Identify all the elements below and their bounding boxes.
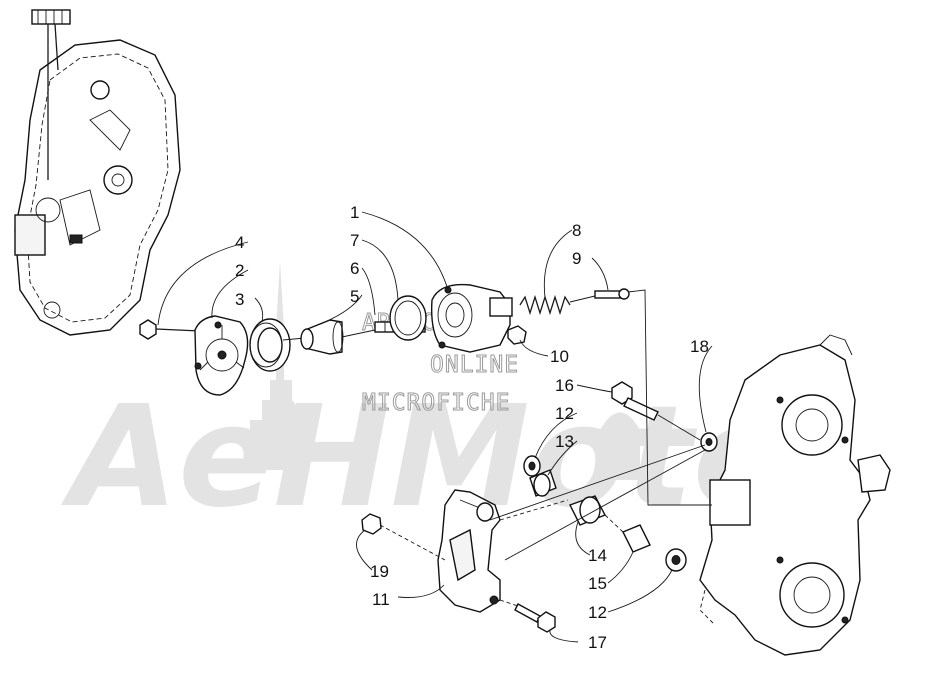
part-4-bolt	[139, 319, 201, 340]
part-7-o-ring	[389, 295, 427, 341]
callout-15: 15	[588, 574, 607, 593]
callout-leaders	[157, 211, 713, 643]
callout-18: 18	[690, 337, 709, 356]
part-16-bolt	[611, 381, 659, 421]
part-9-pin	[594, 288, 630, 300]
part-3-bearing	[249, 318, 291, 372]
chaincase-housing	[699, 334, 891, 656]
watermark-line2: ONLINE	[430, 352, 519, 378]
part-18-washer	[700, 432, 718, 452]
part-11-bracket	[437, 489, 501, 613]
watermark-dome	[600, 412, 640, 480]
callout-19: 19	[370, 562, 389, 581]
callout-2: 2	[235, 261, 244, 280]
callout-3: 3	[235, 290, 244, 309]
callout-6: 6	[350, 259, 359, 278]
callout-5: 5	[350, 287, 359, 306]
callout-7: 7	[350, 231, 359, 250]
part-8-spring	[519, 294, 571, 316]
part-10-plug	[507, 325, 527, 345]
part-15-spacer	[622, 524, 651, 553]
callout-11: 11	[372, 590, 390, 609]
callout-17: 17	[588, 633, 607, 652]
callout-1: 1	[350, 203, 359, 222]
part-12-washer-upper	[523, 455, 541, 477]
part-2-sprocket-cover	[194, 315, 249, 396]
watermark-brand: AeHMoto	[60, 376, 789, 539]
watermark-line3: MICROFICHE	[362, 390, 510, 416]
callout-16: 16	[555, 376, 574, 395]
part-12-washer-lower	[665, 548, 687, 572]
callout-12-upper: 12	[555, 404, 574, 423]
assembly-lines	[341, 289, 712, 607]
part-13-bushing	[529, 469, 557, 497]
callout-14: 14	[588, 546, 607, 565]
watermark-skyline	[250, 260, 300, 470]
callout-12-lower: 12	[588, 603, 607, 622]
watermark: AeHMoto ARTIC'S ONLINE MICROFICHE	[60, 260, 789, 539]
part-17-bolt	[514, 603, 556, 633]
part-5-bushing	[300, 319, 344, 355]
callout-4: 4	[235, 233, 244, 252]
part-1-tensioner-housing	[430, 283, 513, 353]
part-19-nut	[361, 513, 382, 535]
callout-8: 8	[572, 221, 581, 240]
callout-labels: 1 2 3 4 5 6 7 8 9 10 11 12 12 13 14 15 1…	[235, 203, 709, 652]
chaincase-cover	[14, 9, 181, 336]
callout-9: 9	[572, 249, 581, 268]
callout-10: 10	[550, 347, 569, 366]
callout-13: 13	[555, 432, 574, 451]
